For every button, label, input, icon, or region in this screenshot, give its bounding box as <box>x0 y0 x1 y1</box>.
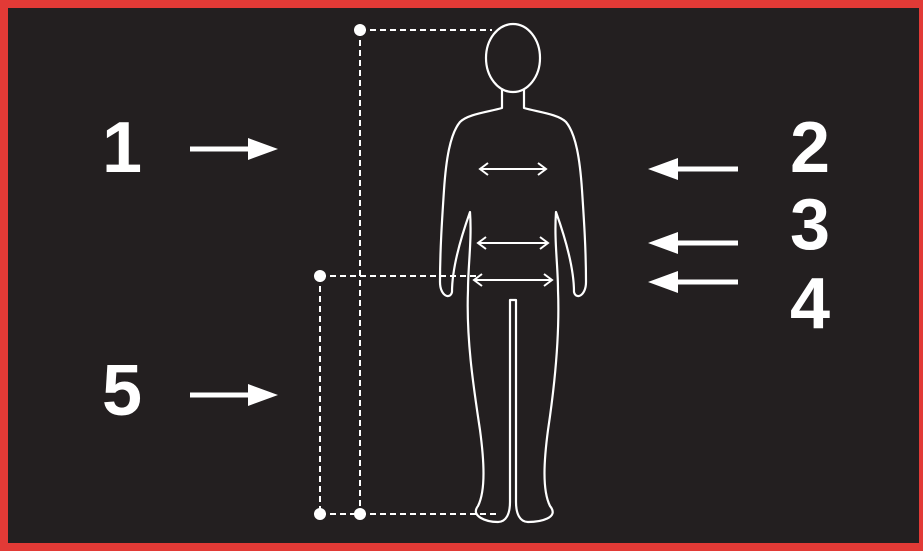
label-1: 1 <box>102 108 142 188</box>
arrow-left-icon <box>648 158 738 180</box>
label-3: 3 <box>790 185 830 265</box>
arrow-left-icon <box>648 271 738 293</box>
label-4: 4 <box>790 264 830 344</box>
chest-double-arrow-icon <box>480 163 546 175</box>
label-5: 5 <box>102 351 142 431</box>
label-2: 2 <box>790 108 830 188</box>
arrow-left-icon <box>648 232 738 254</box>
human-figure-outline-icon <box>440 24 586 522</box>
hip-double-arrow-icon <box>474 274 552 286</box>
inseam-measure-guide <box>314 270 500 520</box>
arrow-right-icon <box>190 138 278 160</box>
waist-double-arrow-icon <box>478 237 548 249</box>
height-measure-guide <box>354 24 492 514</box>
arrow-right-icon <box>190 384 278 406</box>
